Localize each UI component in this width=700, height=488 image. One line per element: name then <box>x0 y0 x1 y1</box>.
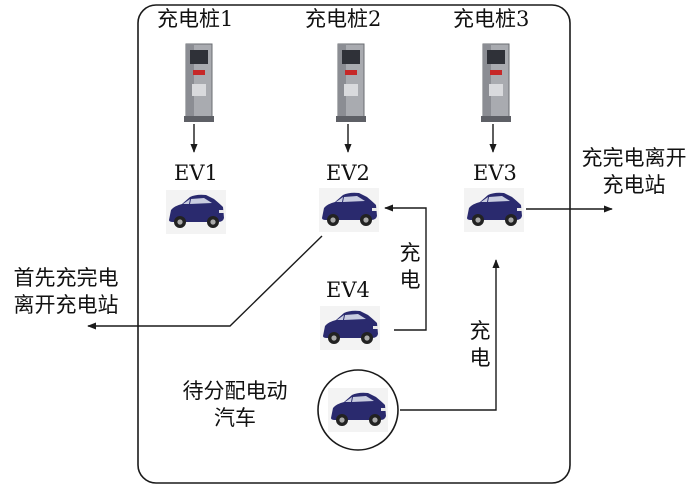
ev2-car-icon <box>319 188 379 232</box>
waiting-vehicle-text: 待分配电动 汽车 <box>170 378 300 432</box>
charger-2-icon <box>335 43 367 123</box>
ev3-label: EV3 <box>473 161 517 185</box>
charger-1-label: 充电桩1 <box>157 7 234 31</box>
charge-label-ev4-char2: 电 <box>399 268 421 292</box>
charger-3-label: 充电桩3 <box>453 7 530 31</box>
charge-label-ev4-char1: 充 <box>399 241 421 265</box>
waiting-line2: 汽车 <box>214 406 256 430</box>
station-boundary <box>137 4 571 484</box>
charger-1-icon <box>183 43 215 123</box>
arrow-ev2-first-leave <box>87 235 323 330</box>
ev4-car-icon <box>320 306 380 350</box>
ev3-leave-line1: 充完电离开 <box>581 146 687 170</box>
ev3-leave-line2: 充电站 <box>602 173 666 197</box>
first-leave-line1: 首先充完电 <box>13 266 119 290</box>
first-leave-text: 首先充完电 离开充电站 <box>2 265 130 319</box>
charge-label-waiting: 充 电 <box>468 318 492 372</box>
waiting-line1: 待分配电动 <box>182 379 288 403</box>
charger-2-label: 充电桩2 <box>305 7 382 31</box>
ev2-label: EV2 <box>326 161 370 185</box>
charger-3-icon <box>480 43 512 123</box>
ev1-car-icon <box>166 190 226 234</box>
ev3-car-icon <box>464 188 524 232</box>
charge-label-ev4: 充 电 <box>398 240 422 294</box>
first-leave-line2: 离开充电站 <box>13 293 119 317</box>
ev3-leave-text: 充完电离开 充电站 <box>574 145 694 199</box>
waiting-car-icon <box>328 388 388 432</box>
ev1-label: EV1 <box>174 161 218 185</box>
charge-label-waiting-char1: 充 <box>469 319 491 343</box>
arrow-ev4-charge <box>384 204 427 331</box>
ev4-label: EV4 <box>326 278 370 302</box>
arrow-waiting-charge <box>400 259 500 411</box>
waiting-vehicle-circle <box>317 369 399 451</box>
charge-label-waiting-char2: 电 <box>469 346 491 370</box>
